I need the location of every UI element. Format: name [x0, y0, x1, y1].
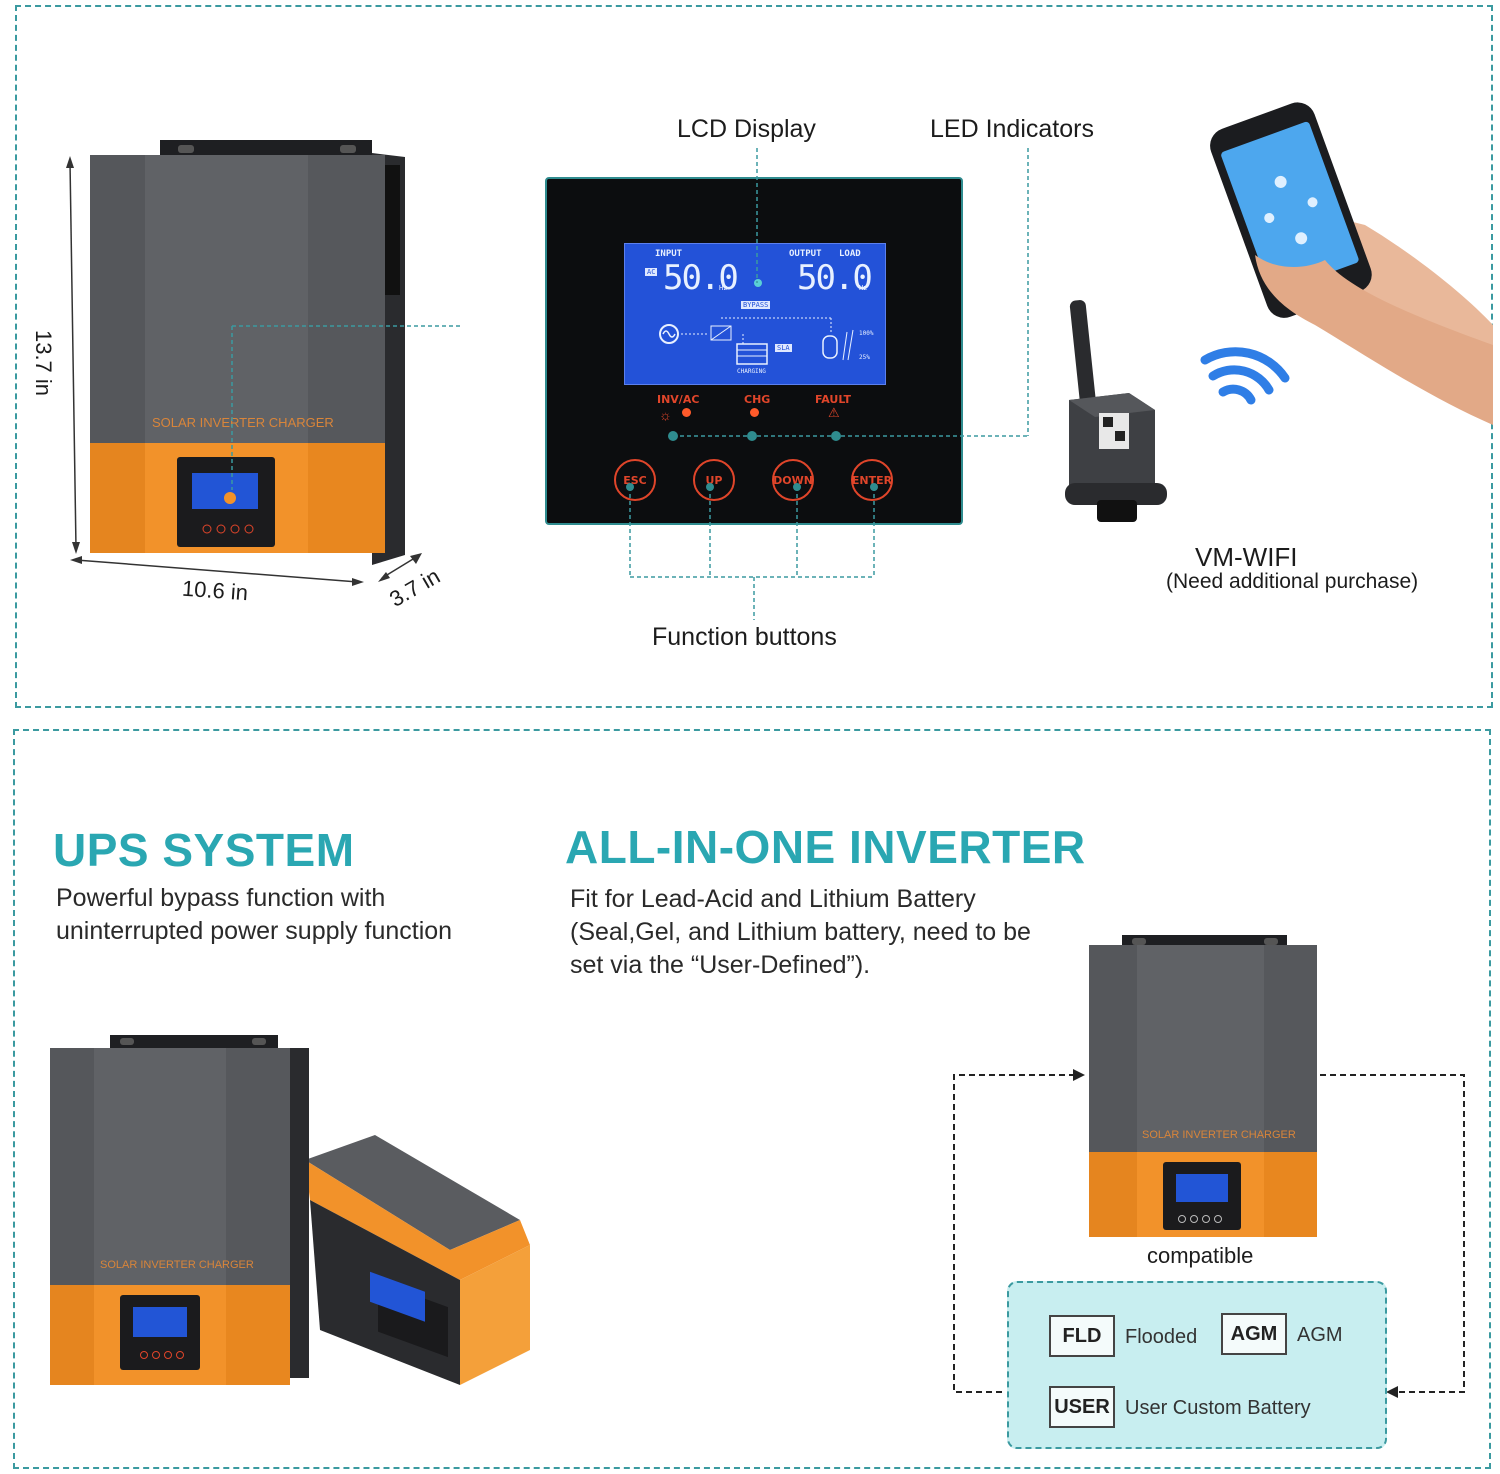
lcd-callout-dot	[754, 279, 762, 287]
wifi-signal-icon	[1200, 347, 1290, 405]
lcd-input-unit: Hz	[719, 284, 728, 292]
indicator-label-fault: FAULT	[815, 393, 852, 406]
lcd-ac-tag: AC	[645, 268, 658, 276]
lcd-pct-100: 100%	[859, 330, 874, 337]
lcd-output-value: 50.0	[797, 258, 873, 298]
battery-types-box: FLD Flooded AGM AGM USER User Custom Bat…	[1007, 1281, 1387, 1449]
lcd-load-label: LOAD	[839, 249, 861, 259]
wifi-note: (Need additional purchase)	[1166, 570, 1419, 593]
ups-system-title: UPS SYSTEM	[53, 824, 355, 876]
agm-label: AGM	[1297, 1324, 1343, 1346]
warning-icon: ⚠	[828, 405, 840, 420]
enter-button[interactable]: ENTER	[851, 459, 893, 501]
lcd-output-unit: Hz	[859, 284, 868, 292]
down-button[interactable]: DOWN	[772, 459, 814, 501]
ups-description-line2: uninterrupted power supply function	[56, 917, 453, 945]
aio-description-line2: (Seal,Gel, and Lithium battery, need to …	[570, 918, 1031, 946]
lcd-input-label: INPUT	[655, 249, 683, 259]
lcd-flow-diagram	[659, 317, 854, 365]
lcd-screen: INPUT OUTPUT LOAD AC 50.0 Hz 50.0 Hz BYP…	[624, 243, 886, 385]
lcd-pct-25: 25%	[859, 354, 870, 361]
function-buttons-callout: Function buttons	[652, 623, 837, 651]
dimension-arrows	[66, 156, 460, 586]
control-panel-closeup: INPUT OUTPUT LOAD AC 50.0 Hz 50.0 Hz BYP…	[545, 177, 963, 525]
inverter-pair-image: SOLAR INVERTER CHARGER	[50, 1035, 530, 1385]
wifi-dongle-image	[1065, 300, 1167, 522]
inverter-image-top: SOLAR INVERTER CHARGER	[90, 140, 405, 565]
ups-description-line1: Powerful bypass function with	[56, 884, 386, 912]
lcd-charging-label: CHARGING	[737, 368, 766, 375]
led-inv-ac	[682, 408, 691, 417]
lcd-display-callout: LCD Display	[677, 115, 816, 143]
fld-badge: FLD	[1049, 1315, 1115, 1357]
sun-icon: ☼	[659, 407, 672, 423]
fld-label: Flooded	[1125, 1326, 1198, 1348]
device-brand-label: SOLAR INVERTER CHARGER	[152, 415, 334, 430]
user-label: User Custom Battery	[1125, 1397, 1311, 1419]
agm-badge: AGM	[1221, 1313, 1287, 1355]
led-indicators-callout: LED Indicators	[930, 115, 1094, 143]
inverter-image-bottom: SOLAR INVERTER CHARGER	[1089, 935, 1317, 1237]
lcd-bypass-tag: BYPASS	[741, 301, 771, 309]
lcd-output-label: OUTPUT	[789, 249, 822, 259]
all-in-one-title: ALL-IN-ONE INVERTER	[565, 821, 1086, 873]
indicator-label-chg: CHG	[744, 393, 771, 406]
led-chg	[750, 408, 759, 417]
bottom-panel	[13, 729, 1491, 1469]
aio-description-line1: Fit for Lead-Acid and Lithium Battery	[570, 885, 976, 913]
device-brand-label-pair: SOLAR INVERTER CHARGER	[100, 1259, 254, 1271]
phone-in-hand-image	[1210, 102, 1493, 425]
compatible-label: compatible	[1147, 1243, 1254, 1268]
callout-leader-lines	[626, 148, 1029, 620]
indicator-label-inv-ac: INV/AC	[657, 393, 700, 406]
lcd-sla-tag: SLA	[775, 344, 792, 352]
device-brand-label-bottom: SOLAR INVERTER CHARGER	[1142, 1129, 1296, 1141]
aio-description-line3: set via the “User-Defined”).	[570, 951, 871, 979]
user-badge: USER	[1049, 1386, 1115, 1428]
battery-loop-arrows	[953, 1069, 1465, 1398]
wifi-name: VM-WIFI	[1195, 542, 1298, 572]
lcd-input-value: 50.0	[663, 258, 739, 298]
